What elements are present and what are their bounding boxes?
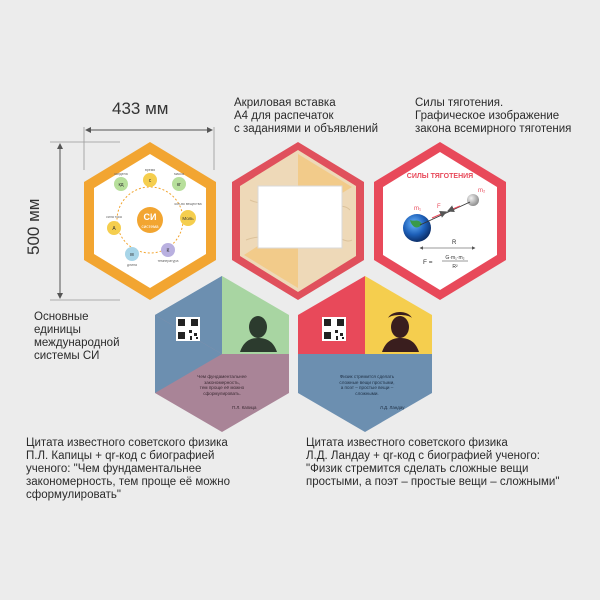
caption-gravity: Силы тяготения. Графическое изображение … [415, 97, 572, 135]
acrylic-insert-panel [232, 142, 364, 300]
si-unit-ampere: А сила тока [106, 215, 122, 235]
svg-text:с: с [149, 178, 152, 184]
svg-text:время: время [145, 168, 155, 172]
svg-text:кол-во вещества: кол-во вещества [174, 202, 201, 206]
formula-left: F = [423, 259, 433, 266]
dimension-lines [50, 127, 215, 301]
caption-kapitsa: Цитата известного советского физика П.Л.… [26, 437, 230, 501]
gravity-title: СИЛЫ ТЯГОТЕНИЯ [407, 173, 473, 180]
force-label: F [437, 204, 441, 210]
gravity-panel: СИЛЫ ТЯГОТЕНИЯ m₁ m₂ F R F = G·m₁·m₂ R² [374, 142, 506, 300]
si-unit-mole: Моль кол-во вещества [174, 202, 202, 226]
si-units-panel: СИ система кд кандела с время кг масса М… [84, 142, 216, 300]
caption-si-units: Основные единицы международной системы С… [34, 311, 120, 362]
landau-quote-text: Физик стремится сделать сложные вещи про… [339, 374, 395, 396]
formula-numerator: G·m₁·m₂ [445, 255, 464, 261]
si-unit-metre: м длина [125, 247, 139, 267]
svg-text:м: м [130, 252, 134, 258]
svg-text:кд: кд [118, 182, 123, 188]
mass2-label: m₂ [478, 188, 486, 194]
si-unit-candela: кд кандела [114, 172, 128, 191]
si-center-title: СИ [144, 212, 157, 222]
svg-text:кг: кг [177, 182, 181, 188]
moon-icon [467, 194, 479, 206]
caption-landau: Цитата известного советского физика Л.Д.… [306, 437, 560, 488]
landau-portrait [382, 312, 419, 352]
kapitsa-author: П.Л. Капица [232, 405, 257, 410]
formula-denominator: R² [452, 264, 458, 270]
distance-label: R [452, 240, 457, 246]
landau-author: Л.Д. Ландау [380, 405, 405, 410]
width-dimension-label: 433 мм [112, 99, 169, 118]
caption-acrylic-insert: Акриловая вставка А4 для распечаток с за… [234, 97, 379, 135]
si-unit-kelvin: К температура [158, 243, 179, 263]
svg-text:кандела: кандела [114, 172, 127, 176]
kapitsa-portrait [240, 316, 277, 352]
mass1-label: m₁ [414, 206, 421, 212]
svg-text:температура: температура [158, 259, 179, 263]
svg-text:А: А [112, 226, 116, 232]
si-unit-second: с время [143, 168, 157, 187]
svg-text:К: К [167, 248, 170, 254]
kapitsa-quote-text: Чем фундаментальнее закономерность, тем … [197, 374, 247, 396]
si-center-subtitle: система [141, 224, 159, 229]
svg-text:масса: масса [174, 172, 184, 176]
a4-acrylic-sheet [257, 185, 343, 249]
si-unit-kilogram: кг масса [172, 172, 186, 191]
si-center-circle [137, 207, 163, 233]
earth-icon [403, 214, 431, 242]
svg-text:сила тока: сила тока [106, 215, 122, 219]
svg-text:длина: длина [127, 263, 137, 267]
kapitsa-panel: Чем фундаментальнее закономерность, тем … [155, 276, 289, 432]
svg-text:Моль: Моль [182, 216, 194, 221]
landau-panel: Физик стремится сделать сложные вещи про… [298, 276, 432, 432]
